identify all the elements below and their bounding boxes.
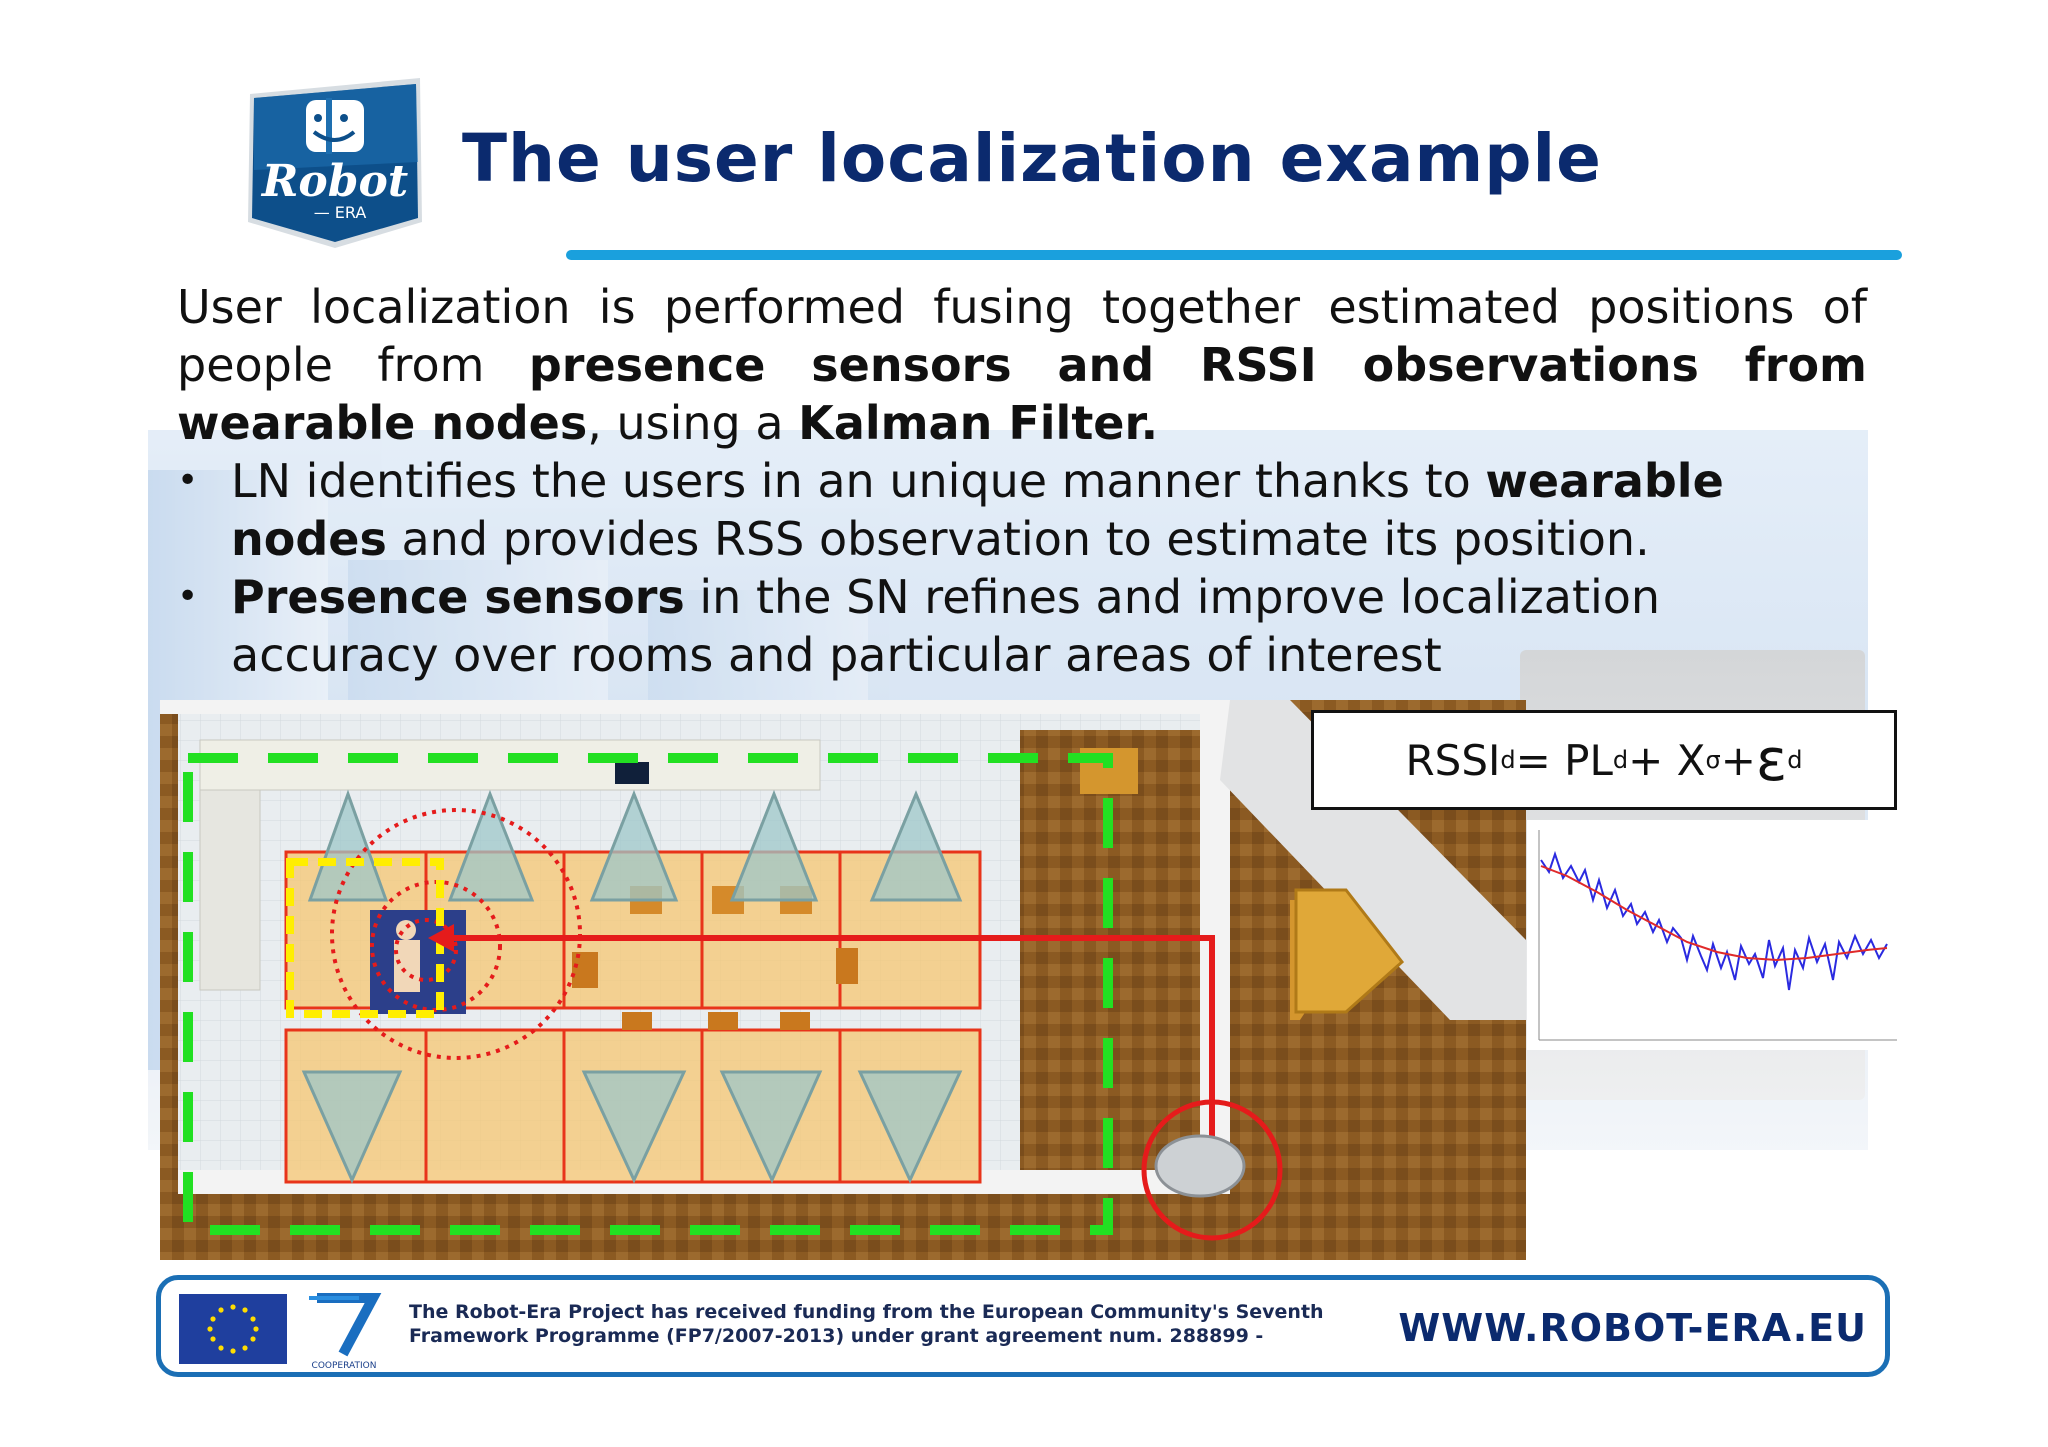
footer-bar: COOPERATION The Robot-Era Project has re… — [156, 1275, 1890, 1377]
intro-paragraph: User localization is performed fusing to… — [177, 280, 1867, 450]
presence-sensor-cones-bottom — [301, 1070, 963, 1184]
robot-path — [436, 935, 1215, 1170]
fp7-logo: COOPERATION — [309, 1293, 382, 1371]
robot-era-logo: Robot — ERA — [248, 78, 422, 248]
page-title: The user localization example — [462, 120, 1602, 197]
title-underline — [566, 250, 1902, 260]
hall-floor — [1020, 730, 1200, 1170]
bullet-item: • Presence sensors in the SN refines and… — [177, 570, 1661, 682]
bullet-dot: • — [177, 576, 199, 617]
website-link[interactable]: WWW.ROBOT-ERA.EU — [1398, 1306, 1867, 1350]
bullet-item: • LN identifies the users in an unique m… — [177, 454, 1724, 566]
svg-text:COOPERATION: COOPERATION — [312, 1361, 377, 1371]
presence-sensor-cones-top — [307, 789, 963, 902]
bullet-dot: • — [177, 460, 199, 501]
open-door — [1294, 888, 1405, 1014]
slide-body-text: User localization is performed fusing to… — [177, 278, 1867, 684]
floorplan-illustration — [160, 700, 1526, 1260]
diagonal-wall — [1220, 700, 1526, 1020]
funding-notice: The Robot-Era Project has received fundi… — [409, 1301, 1324, 1347]
room-zone-outline — [183, 753, 1113, 1235]
robot-marker — [1141, 1099, 1283, 1241]
svg-text:— ERA: — ERA — [314, 203, 367, 222]
eu-flag-icon — [179, 1294, 287, 1364]
bullet-list: • LN identifies the users in an unique m… — [177, 452, 1867, 684]
svg-text:Robot: Robot — [260, 156, 408, 207]
rssi-signal-plot — [1527, 820, 1899, 1050]
